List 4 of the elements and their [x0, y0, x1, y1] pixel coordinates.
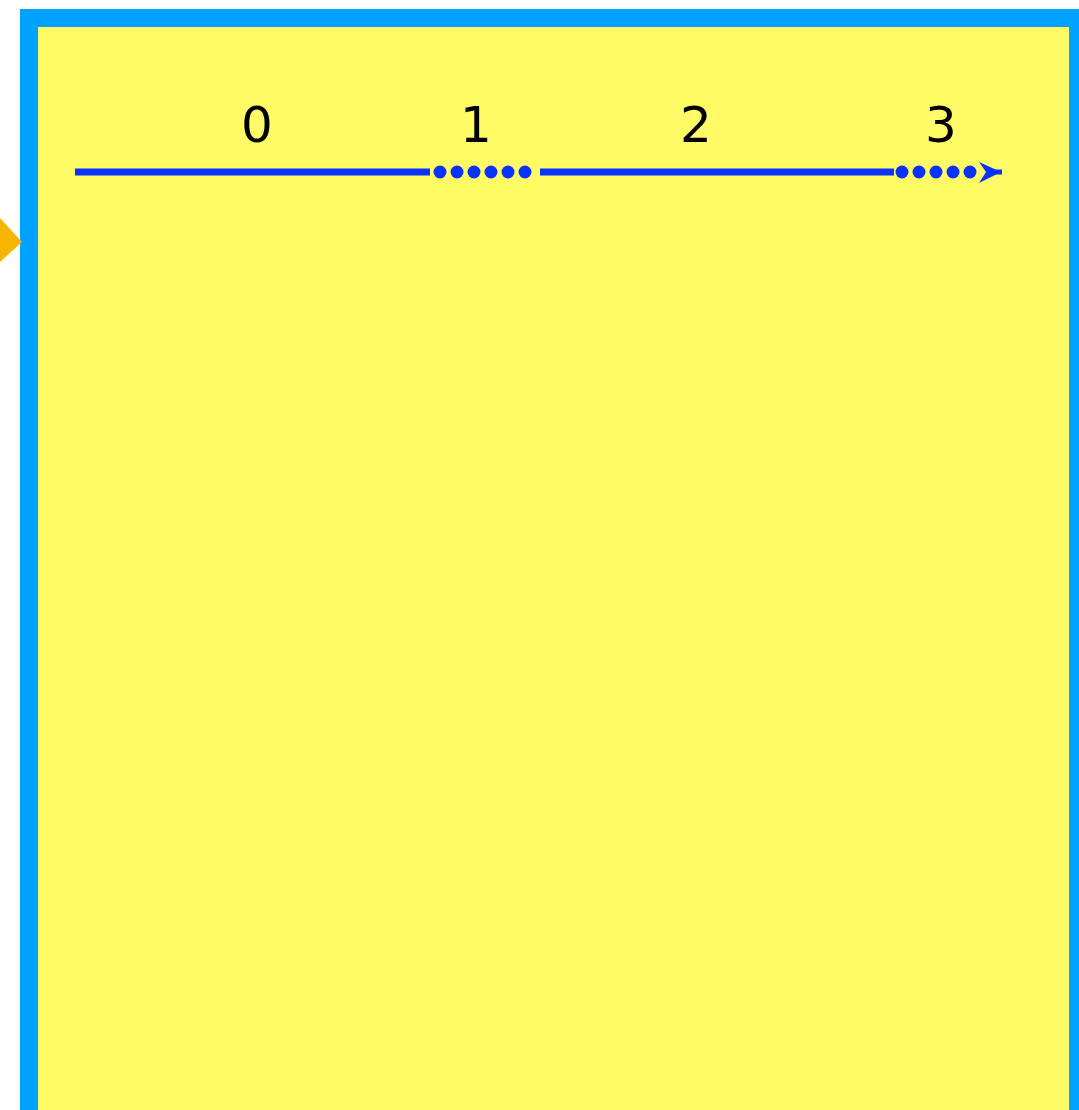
- tick-number: 3: [925, 100, 957, 150]
- tick-number: 2: [680, 100, 712, 150]
- tick-number: 0: [241, 100, 273, 150]
- tick-number: 1: [460, 100, 492, 150]
